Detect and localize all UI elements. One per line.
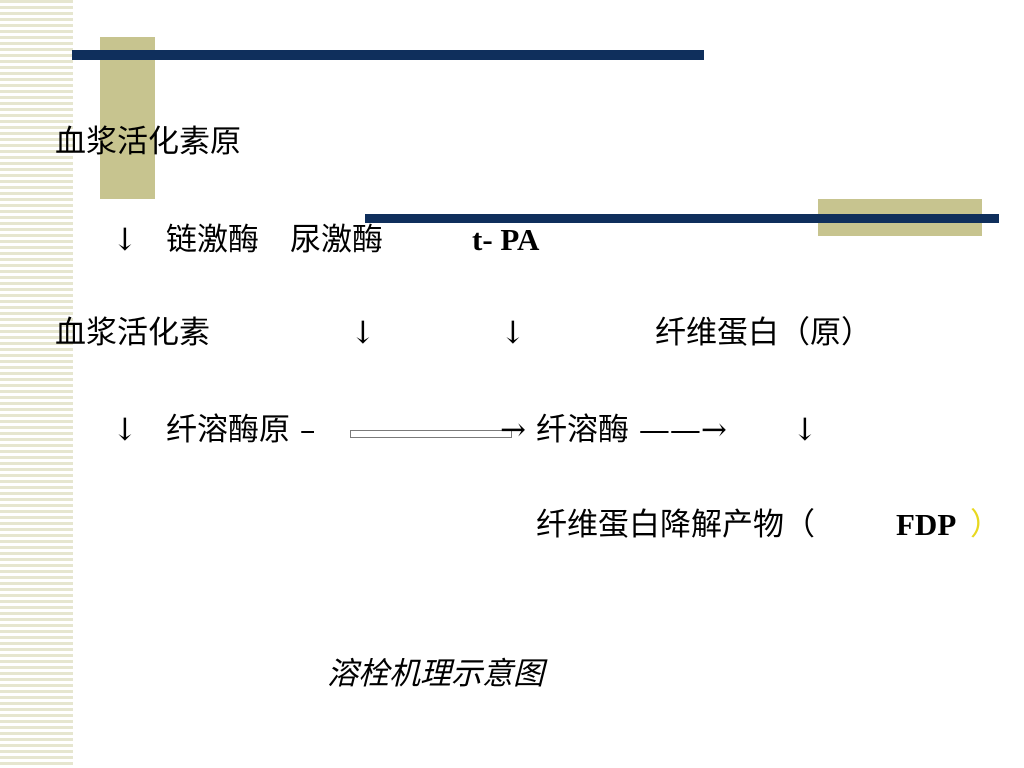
fdp-close-paren: ） [970,507,1001,543]
tpa-label: t- PA [472,222,540,257]
down-arrow-3: ↓ [500,315,526,351]
conversion-arrow-head: → [500,412,526,448]
conversion-arrow-shaft [350,430,512,438]
plasminogen-label: 纤溶酶原 – [166,412,316,448]
enzymes-label: 链激酶 尿激酶 [166,222,383,258]
down-arrow-2: ↓ [350,315,376,351]
diagram-caption: 溶栓机理示意图 [327,656,544,692]
plasmin-label: 纤溶酶 ——→ [536,412,727,448]
striped-side-border [0,0,73,768]
decor-khaki-block-left [100,37,155,199]
plasma-activator-precursor: 血浆活化素原 [55,124,241,160]
down-arrow-4: ↓ [112,412,138,448]
decor-mid-bar [365,214,999,223]
fdp-abbrev: FDP [896,507,957,542]
fibrinogen-label: 纤维蛋白（原） [655,315,872,351]
down-arrow-5: ↓ [792,412,818,448]
decor-top-bar [72,50,704,60]
fdp-label-cn: 纤维蛋白降解产物（ [536,507,815,543]
down-arrow-1: ↓ [112,222,138,258]
plasma-activator: 血浆活化素 [55,315,210,351]
